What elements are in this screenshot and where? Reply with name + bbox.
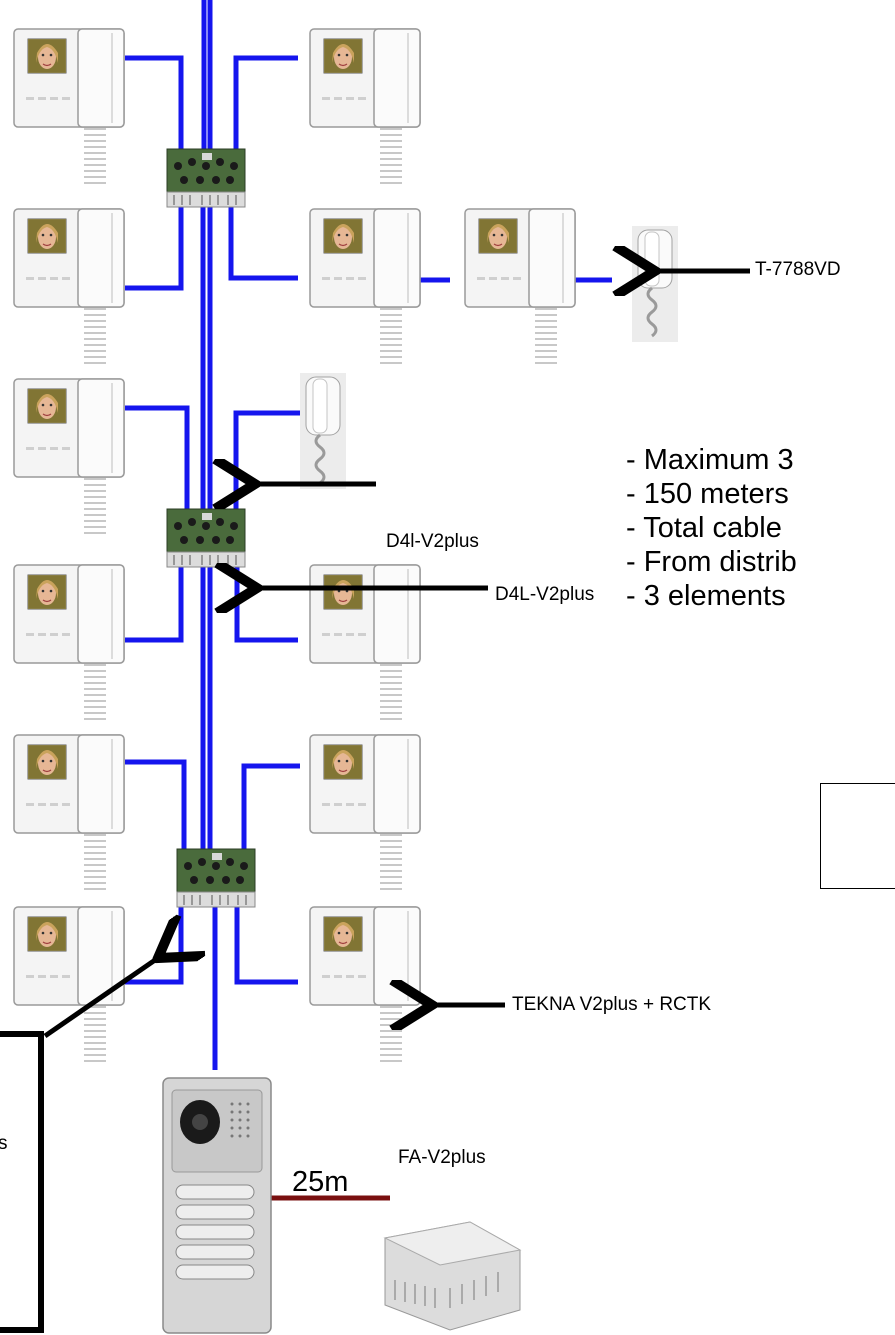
- video-monitor: [309, 208, 421, 364]
- distributor-board: [166, 508, 246, 568]
- video-monitor: [13, 378, 125, 534]
- spec-list: - Maximum 3 - 150 meters - Total cable -…: [626, 443, 797, 613]
- video-monitor: [13, 564, 125, 720]
- spec-item: - Maximum 3: [626, 444, 794, 476]
- left-note-text: s: [0, 1133, 8, 1154]
- monitor-model-label: TEKNA V2plus + RCTK: [512, 994, 712, 1015]
- distributor-label-1: D4l-V2plus: [386, 531, 479, 552]
- distributor-label-2: D4L-V2plus: [495, 584, 595, 605]
- spec-item: - 150 meters: [626, 478, 789, 510]
- video-monitor: [309, 906, 421, 1062]
- video-monitor: [309, 734, 421, 890]
- door-panel: [162, 1077, 272, 1334]
- callout-arrows: [43, 271, 750, 1039]
- distributor-board: [176, 848, 256, 908]
- video-monitor: [13, 734, 125, 890]
- video-monitor: [13, 28, 125, 184]
- video-monitor: [309, 28, 421, 184]
- left-note-box: s: [0, 1031, 44, 1333]
- audio-handset: [632, 226, 678, 342]
- bus-cable: [125, 0, 612, 1070]
- right-note-box: [820, 783, 895, 889]
- handset-model-label: T-7788VD: [755, 259, 841, 280]
- video-monitor: [13, 208, 125, 364]
- spec-item: - From distrib: [626, 546, 797, 578]
- spec-item: - 3 elements: [626, 580, 786, 612]
- cable-length-label: 25m: [292, 1166, 349, 1198]
- video-monitor: [464, 208, 576, 364]
- power-supply-label: FA-V2plus: [398, 1147, 486, 1168]
- power-supply: [383, 1221, 522, 1331]
- spec-item: - Total cable: [626, 512, 782, 544]
- distributor-board: [166, 148, 246, 208]
- audio-handset: [300, 373, 346, 489]
